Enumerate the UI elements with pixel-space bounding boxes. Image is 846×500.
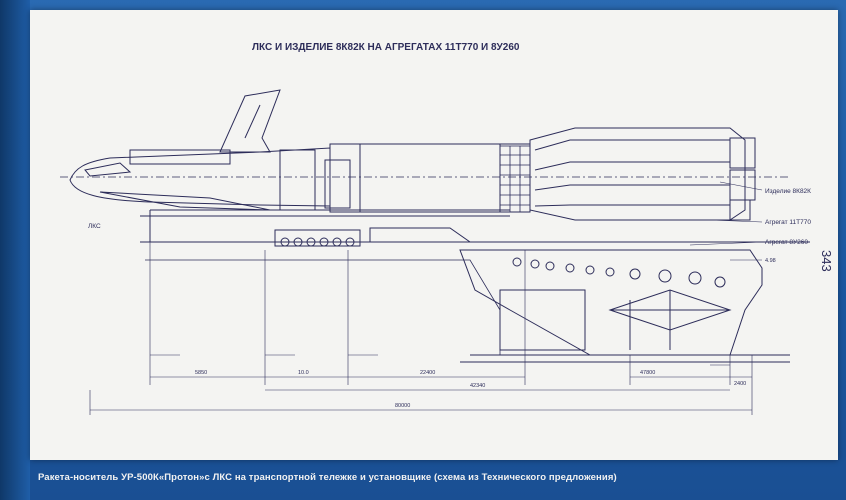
dim-d7: 80000 [395, 403, 410, 409]
orbiter-tail [219, 89, 281, 153]
technical-drawing: ЛКС И ИЗДЕЛИЕ 8К82К НА АГРЕГАТАХ 11Т770 … [60, 42, 834, 415]
blueprint-sheet: ЛКС И ИЗДЕЛИЕ 8К82К НА АГРЕГАТАХ 11Т770 … [30, 10, 838, 460]
dim-d2: 10.0 [298, 370, 309, 376]
erector-installer [459, 249, 790, 363]
label-product: Изделие 8К82К [765, 188, 811, 195]
orbiter-fuselage [69, 147, 331, 207]
interstage-lattice [499, 145, 531, 213]
panel-left-edge [0, 0, 30, 500]
dim-d1: 5850 [195, 370, 207, 376]
label-unit2: Агрегат 8У260 [765, 239, 808, 246]
dim-d4: 42340 [470, 383, 485, 389]
drawing-title: ЛКС И ИЗДЕЛИЕ 8К82К НА АГРЕГАТАХ 11Т770 … [252, 42, 520, 53]
caption: Ракета-носитель УР-500К«Протон»с ЛКС на … [38, 472, 617, 483]
label-lks: ЛКС [88, 223, 101, 230]
dim-d5: 47800 [640, 370, 655, 376]
dim-d6: 2400 [734, 381, 746, 387]
label-unit1: Агрегат 11Т770 [765, 219, 811, 226]
dim-d3: 22400 [420, 370, 435, 376]
page-number: 343 [819, 250, 834, 272]
rocket-boosters [529, 127, 756, 221]
orbiter-wing [99, 191, 271, 211]
label-small: 4.98 [765, 258, 776, 264]
transport-cart [140, 209, 810, 247]
